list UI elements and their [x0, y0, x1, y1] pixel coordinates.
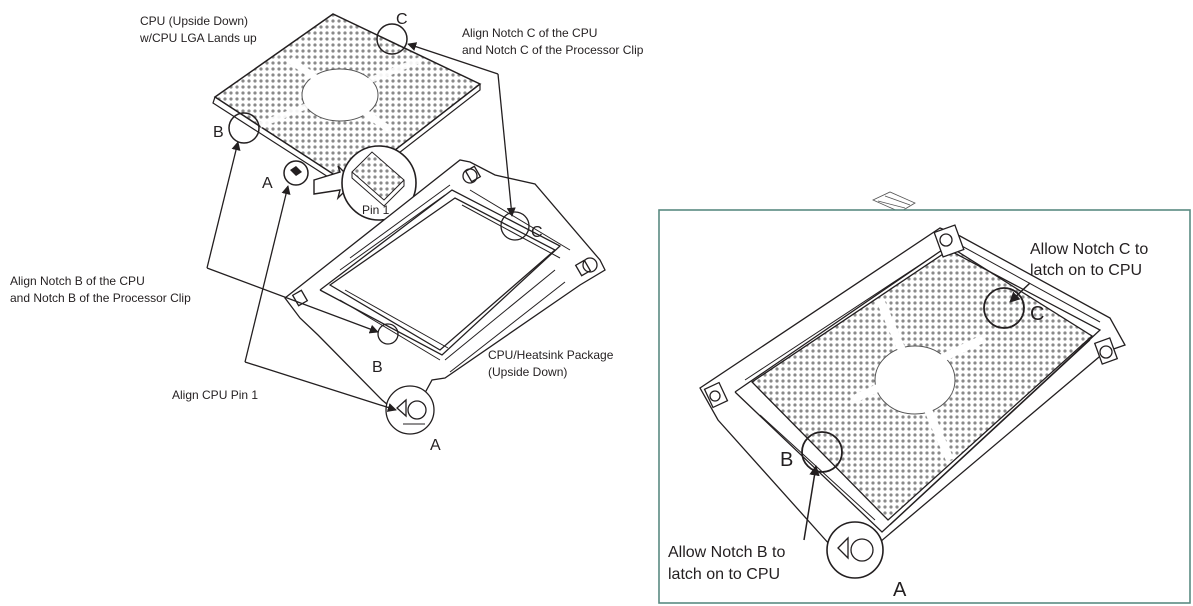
clip-notch-b-circle: [377, 323, 399, 345]
letter-c-detail: C: [1030, 303, 1044, 325]
processor-clip: [284, 159, 606, 435]
pin1-label: Pin 1: [362, 203, 390, 217]
cpu-label-line1: CPU (Upside Down): [140, 14, 248, 28]
cpu-upside-down: [212, 13, 482, 192]
alignment-arrows: [206, 42, 516, 412]
letter-b-clip: B: [372, 359, 383, 376]
pin1-magnifier: [313, 145, 417, 221]
notch-b-detail-circle: [801, 431, 843, 473]
letter-b-cpu: B: [213, 124, 224, 141]
align-c-label-line2: and Notch C of the Processor Clip: [462, 43, 644, 57]
cpu-label-line2: w/CPU LGA Lands up: [139, 31, 257, 45]
right-assembly-diagram: Allow Notch C to latch on to CPU Allow N…: [668, 224, 1148, 601]
clip-with-cpu: [699, 224, 1126, 579]
notch-b-label-line2: latch on to CPU: [668, 566, 780, 583]
package-label-line2: (Upside Down): [488, 365, 567, 379]
align-pin1-label: Align CPU Pin 1: [172, 388, 258, 402]
align-c-label-line1: Align Notch C of the CPU: [462, 26, 597, 40]
letter-b-detail: B: [780, 449, 793, 471]
left-assembly-diagram: CPU (Upside Down) w/CPU LGA Lands up Ali…: [10, 11, 644, 454]
small-clip-thumbnail: [872, 191, 916, 213]
notch-c-detail-circle: [983, 287, 1025, 329]
align-b-label-line1: Align Notch B of the CPU: [10, 274, 145, 288]
align-b-label-line2: and Notch B of the Processor Clip: [10, 291, 191, 305]
letter-a-detail: A: [893, 579, 907, 601]
letter-a-clip: A: [430, 437, 441, 454]
package-label-line1: CPU/Heatsink Package: [488, 348, 614, 362]
notch-c-label-line1: Allow Notch C to: [1030, 241, 1148, 258]
notch-b-circle: [228, 112, 260, 144]
letter-c-clip: C: [531, 224, 543, 241]
notch-b-label-line1: Allow Notch B to: [668, 544, 785, 561]
notch-pointer-arrows: [803, 282, 1031, 541]
notch-c-label-line2: latch on to CPU: [1030, 262, 1142, 279]
notch-c-circle: [376, 23, 408, 55]
letter-a-cpu: A: [262, 175, 273, 192]
letter-c-cpu: C: [396, 11, 408, 28]
